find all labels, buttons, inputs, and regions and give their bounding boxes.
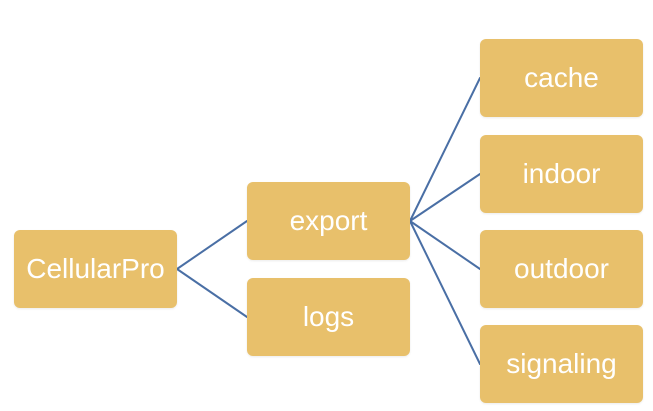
node-cache: cache [480,39,643,117]
node-export: export [247,182,410,260]
connector-export-signaling [409,220,481,365]
node-signaling: signaling [480,325,643,403]
node-logs: logs [247,278,410,356]
connector-root-logs [176,268,248,318]
connector-export-outdoor [409,220,481,270]
node-indoor: indoor [480,135,643,213]
connector-export-indoor [409,173,481,222]
node-outdoor: outdoor [480,230,643,308]
connector-root-export [176,220,248,270]
connector-export-cache [409,77,481,222]
node-root: CellularPro [14,230,177,308]
